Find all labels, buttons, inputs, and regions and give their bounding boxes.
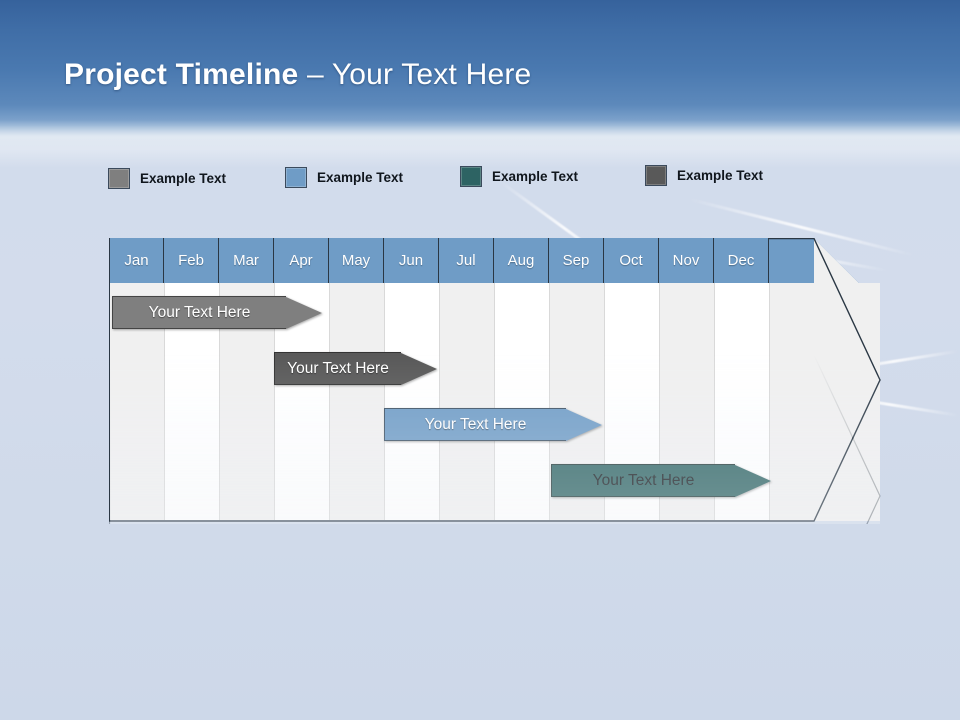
month-header-nov[interactable]: Nov (659, 238, 714, 283)
task-bar-body: Your Text Here (384, 408, 566, 441)
task-bar-arrowhead-icon (286, 296, 322, 329)
month-column-jun (385, 283, 440, 520)
legend-swatch-icon (108, 168, 130, 189)
task-bar-body: Your Text Here (274, 352, 401, 385)
task-bar-body: Your Text Here (112, 296, 286, 329)
page-title-strong: Project Timeline (64, 58, 299, 91)
task-bar-label: Your Text Here (148, 303, 251, 321)
legend-item-1: Example Text (108, 168, 226, 189)
legend-swatch-icon (460, 166, 482, 187)
task-bar-3[interactable]: Your Text Here (384, 408, 602, 441)
legend-label: Example Text (140, 171, 227, 186)
legend: Example Text Example Text Example Text Exam… (108, 160, 848, 194)
task-bar-arrowhead-icon (401, 352, 437, 385)
page-title: Project Timeline – Your Text Here (64, 58, 531, 92)
task-bar-body: Your Text Here (551, 464, 735, 497)
legend-swatch-icon (285, 167, 307, 188)
legend-swatch-icon (645, 165, 667, 186)
month-header-may[interactable]: May (329, 238, 384, 283)
month-header-oct[interactable]: Oct (604, 238, 659, 283)
legend-label: Example Text (677, 168, 764, 183)
month-column-aug (495, 283, 550, 520)
month-header-jan[interactable]: Jan (109, 238, 164, 283)
month-column-jul (440, 283, 495, 520)
month-header-sep[interactable]: Sep (549, 238, 604, 283)
legend-label: Example Text (492, 169, 579, 184)
page-title-light: – Your Text Here (298, 58, 532, 91)
task-bar-arrowhead-icon (566, 408, 602, 441)
task-bar-2[interactable]: Your Text Here (274, 352, 437, 385)
month-header-aug[interactable]: Aug (494, 238, 549, 283)
legend-label: Example Text (317, 170, 404, 185)
month-header-mar[interactable]: Mar (219, 238, 274, 283)
month-column-may (330, 283, 385, 520)
month-header-feb[interactable]: Feb (164, 238, 219, 283)
month-header-dec[interactable]: Dec (714, 238, 769, 283)
legend-item-2: Example Text (285, 167, 403, 188)
task-bar-label: Your Text Here (424, 415, 527, 433)
task-bar-1[interactable]: Your Text Here (112, 296, 322, 329)
legend-item-4: Example Text (645, 165, 763, 186)
task-bar-arrowhead-icon (735, 464, 771, 497)
month-header-jul[interactable]: Jul (439, 238, 494, 283)
legend-item-3: Example Text (460, 166, 578, 187)
task-bar-label: Your Text Here (592, 471, 695, 489)
task-bar-label: Your Text Here (287, 359, 389, 377)
month-header-apr[interactable]: Apr (274, 238, 329, 283)
month-header-jun[interactable]: Jun (384, 238, 439, 283)
task-bar-4[interactable]: Your Text Here (551, 464, 771, 497)
